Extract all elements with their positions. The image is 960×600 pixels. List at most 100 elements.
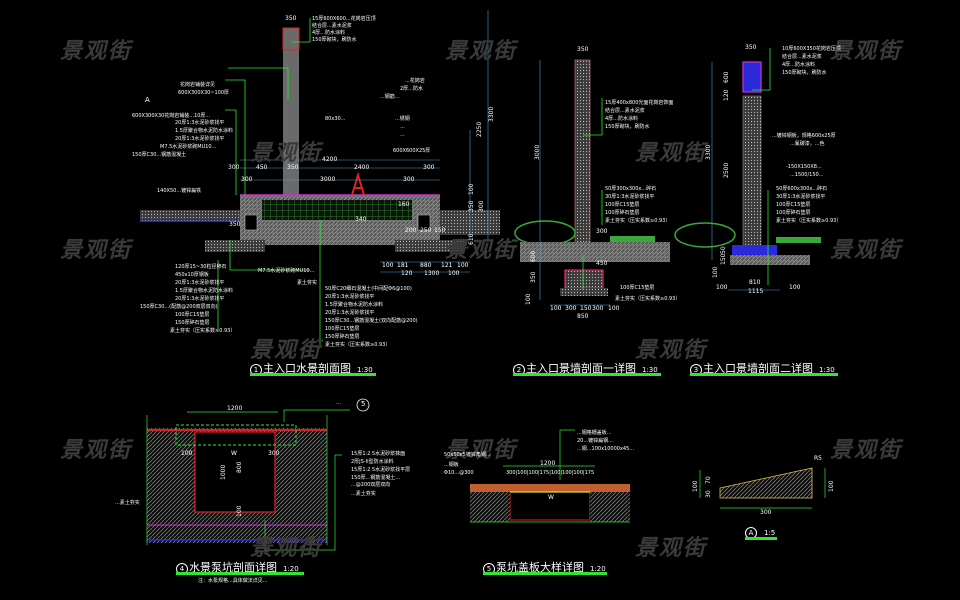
watermark: 景观街	[830, 438, 903, 463]
dim-label: 450	[256, 164, 268, 171]
wall-body	[574, 59, 591, 261]
dim-label: 600	[723, 71, 730, 83]
annotation: 素土夯实（压实系数≥0.93）	[605, 218, 671, 224]
fountain-nozzle	[351, 171, 365, 196]
drawing-title-text: 主入口景墙剖面二详图	[703, 362, 813, 375]
dim-label: 300	[596, 228, 608, 235]
dim-label: 160	[398, 201, 410, 208]
dim-label: 350	[745, 44, 757, 51]
annotation: 20厚1:3水泥砂浆找平	[175, 136, 225, 142]
annotation: 600X300X30花岗岩铺装...10厚...	[132, 113, 211, 119]
section4-pump-pit	[146, 398, 370, 551]
annotation: 600X600X25厚	[393, 148, 431, 154]
annotation: …	[336, 400, 341, 406]
ground-left	[140, 210, 240, 222]
watermark: 景观街	[250, 338, 323, 363]
annotation: ...	[400, 124, 405, 130]
annotation: 结合层...素水泥浆	[312, 23, 352, 29]
annotation: 150厚C30...钢筋混凝土	[132, 152, 187, 158]
dim-label: 800	[236, 461, 243, 473]
dim-label: 4200	[322, 156, 338, 163]
annotation: ...锈钢	[395, 116, 410, 122]
dim-label: 340	[355, 216, 367, 223]
watermark: 景观街	[250, 536, 323, 561]
annotation: ...钢...100x10000x45...	[577, 446, 635, 452]
dim-label: 880	[420, 262, 432, 269]
shrub-left	[514, 220, 576, 246]
base	[560, 288, 608, 296]
dim-label: 2250	[476, 121, 483, 137]
dim-label: 100	[789, 284, 801, 291]
dim-label: 3300	[705, 144, 712, 160]
dim-label: 300|100|100|175|100|100|100|175	[506, 470, 595, 476]
drawing-title-text: 水景泵坑剖面详图	[189, 561, 277, 574]
dim-label: 100	[468, 183, 475, 195]
drawing-scale: 1:5	[764, 529, 776, 537]
drawing-scale: 1:20	[283, 565, 299, 573]
watermark: 景观街	[635, 536, 708, 561]
section1-water-feature	[140, 10, 500, 345]
annotation: Φ10...@300	[444, 470, 474, 476]
annotation: 150厚碎石垫层	[175, 320, 210, 326]
dim-label: 1200	[540, 460, 556, 467]
drawing-scale: 1:30	[819, 366, 835, 374]
annotation: ...钢格栅盖板...	[577, 430, 612, 436]
annotation: 100厚C15垫层	[605, 202, 640, 208]
section3-wall-two	[674, 48, 821, 291]
left-wall	[470, 492, 510, 522]
dim-label: 100	[448, 270, 460, 277]
annotation: ...花岗岩	[405, 78, 425, 84]
dim-label: 350	[468, 200, 475, 212]
dim-label: 181	[397, 262, 409, 269]
section6-detail-a	[699, 467, 826, 509]
dim-label: 300	[760, 509, 772, 516]
annotation: 50厚300x300x...碎石	[605, 186, 657, 192]
dim-label: 1200	[227, 405, 243, 412]
title-underline	[690, 373, 838, 376]
right-wall	[590, 492, 630, 522]
section-marker-a: A	[145, 96, 150, 104]
dim-label: 3300	[488, 106, 495, 122]
watermark: 景观街	[445, 39, 518, 64]
shrub-left	[674, 222, 736, 248]
annotation: 15厚1:2.5水泥砂浆抹面	[351, 451, 406, 457]
dim-label: 100	[382, 262, 394, 269]
annotation: 150厚砌块，刷防水	[782, 70, 827, 76]
dim-label: 3000	[320, 176, 336, 183]
annotation: 素土夯实	[297, 280, 318, 286]
dim-label: 250	[420, 227, 432, 234]
dim-label: 100	[608, 305, 620, 312]
grass-right	[776, 237, 821, 243]
annotation: 150厚C30...钢筋混凝土(双向配筋@200)	[325, 318, 418, 324]
annotation: 150厚砌块，刷防水	[312, 37, 357, 43]
annotation: 150厚C30...(配筋@200双层双向)	[140, 304, 218, 310]
annotation: 2厚JS-II型防水涂料	[351, 459, 394, 465]
dim-label: 121	[441, 262, 453, 269]
dim-label: 350	[285, 15, 297, 22]
annotation: 150厚碎石垫层	[325, 334, 360, 340]
annotation: ...钢板	[444, 462, 459, 468]
watermark: 景观街	[830, 238, 903, 263]
annotation: ...@200双层双向	[351, 482, 391, 488]
annotation: 结合层...素水泥浆	[782, 54, 822, 60]
watermark: 景观街	[250, 141, 323, 166]
pool-water	[262, 200, 412, 220]
annotation: ...素土夯实	[115, 500, 140, 506]
dim-label: 100	[457, 262, 469, 269]
annotation: 100厚碎石垫层	[776, 210, 811, 216]
dim-label: 350	[287, 164, 299, 171]
dim-label: W	[548, 494, 554, 501]
pit-foot-note: 注：水泵规格...具体做法详见...	[198, 578, 268, 584]
section2-wall-one	[514, 59, 670, 306]
dim-label: 300	[565, 305, 577, 312]
annotation: 素土夯实（压实系数≥0.93）	[170, 328, 236, 334]
foundation-right	[395, 240, 465, 252]
watermark: 景观街	[830, 39, 903, 64]
annotation: ...氟碳漆，...色	[790, 141, 825, 147]
foundation-left	[205, 240, 265, 252]
annotation: ...素土夯实	[351, 491, 376, 497]
dim-label: R5	[814, 455, 822, 462]
watermark: 景观街	[60, 39, 133, 64]
annotation: 150厚...钢筋混凝土...	[351, 475, 401, 481]
